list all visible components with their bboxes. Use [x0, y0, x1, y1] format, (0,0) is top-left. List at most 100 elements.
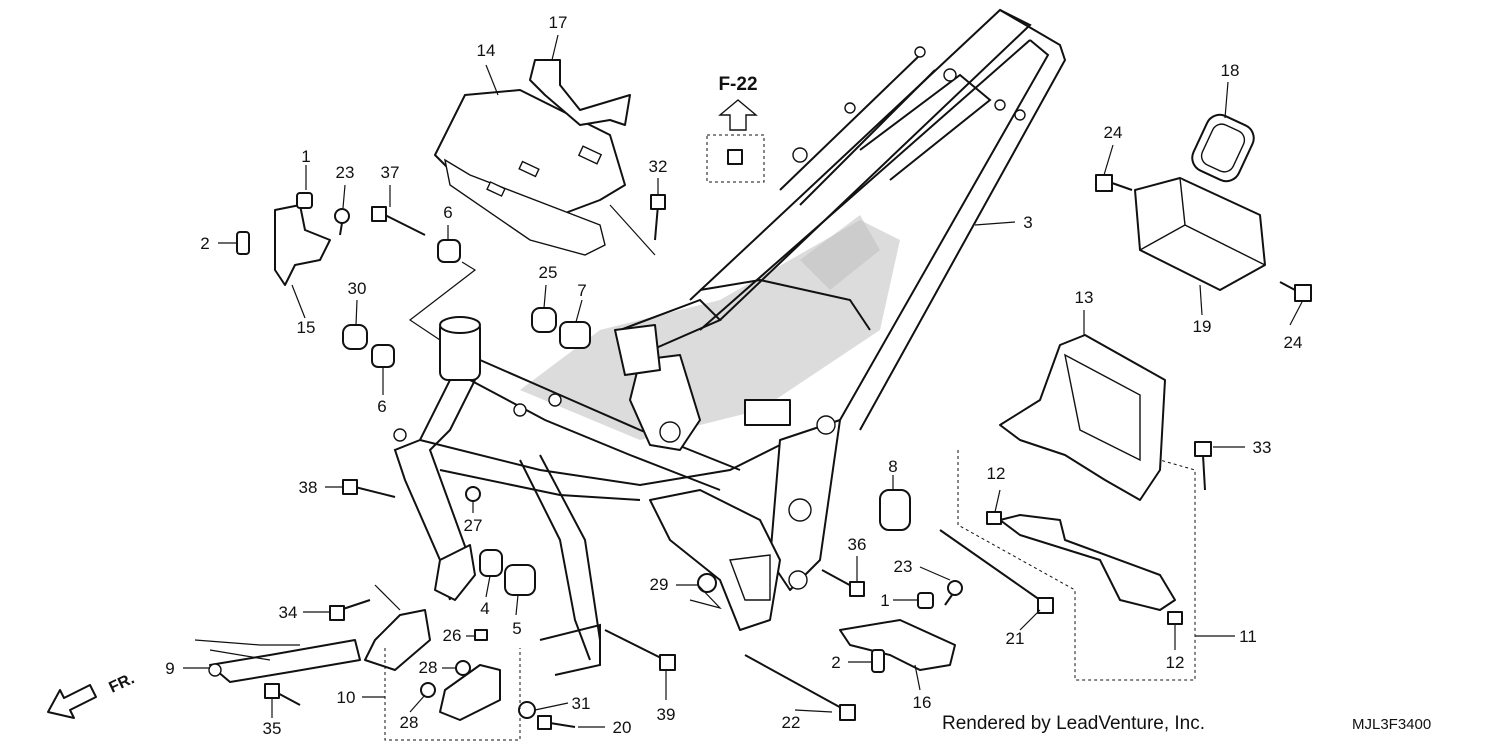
- part-21-bolt[interactable]: [939, 529, 1054, 614]
- callout-12: 12: [987, 464, 1006, 483]
- callout-29: 29: [650, 575, 669, 594]
- callout-19: 19: [1193, 317, 1212, 336]
- part-10-brackets[interactable]: [364, 609, 501, 721]
- callout-24: 24: [1284, 333, 1303, 352]
- callout-17: 17: [549, 13, 568, 32]
- part-24-bolt-a[interactable]: [1095, 174, 1133, 192]
- main-frame[interactable]: [393, 8, 1067, 676]
- callout-14: 14: [477, 41, 496, 60]
- part-37-bolt[interactable]: [371, 206, 426, 236]
- callout-38: 38: [299, 478, 318, 497]
- callout-2: 2: [831, 653, 840, 672]
- credit-text: Rendered by LeadVenture, Inc.: [942, 713, 1206, 734]
- part-28-nut-b[interactable]: [420, 682, 436, 698]
- callout-9: 9: [165, 659, 174, 678]
- part-1-nut-b[interactable]: [917, 592, 934, 609]
- callout-8: 8: [888, 457, 897, 476]
- part-6-collar-b[interactable]: [371, 344, 395, 368]
- part-25-rubber[interactable]: [531, 307, 557, 333]
- part-27-screw[interactable]: [465, 486, 481, 502]
- part-16-bracket[interactable]: [839, 619, 956, 671]
- fr-arrow-icon: [47, 684, 97, 719]
- part-4-collar[interactable]: [479, 549, 503, 577]
- part-29-nut[interactable]: [697, 573, 717, 593]
- callout-34: 34: [279, 603, 298, 622]
- callout-18: 18: [1221, 61, 1240, 80]
- part-12-clip-a[interactable]: [986, 511, 1002, 525]
- part-20-bolt[interactable]: [537, 715, 576, 730]
- callout-37: 37: [381, 163, 400, 182]
- callout-6: 6: [377, 397, 386, 416]
- f22-reference[interactable]: F-22: [706, 74, 765, 183]
- part-1-nut-a[interactable]: [296, 192, 313, 209]
- callout-6: 6: [443, 203, 452, 222]
- front-direction-arrow: FR.: [47, 670, 138, 719]
- part-12-clip-b[interactable]: [1167, 611, 1183, 625]
- part-9-bracket[interactable]: [208, 639, 361, 683]
- part-2-clip-b[interactable]: [871, 649, 885, 673]
- part-34-bolt[interactable]: [329, 599, 371, 621]
- part-7-collar[interactable]: [559, 321, 591, 349]
- callout-16: 16: [913, 693, 932, 712]
- part-30-rubber[interactable]: [342, 324, 368, 350]
- part-28-nut-a[interactable]: [455, 660, 471, 676]
- callout-22: 22: [782, 713, 801, 732]
- part-32-bolt[interactable]: [650, 194, 666, 241]
- callout-28: 28: [419, 658, 438, 677]
- callout-39: 39: [657, 705, 676, 724]
- part-36-bolt[interactable]: [821, 569, 865, 597]
- part-5-collar[interactable]: [504, 564, 536, 596]
- part-17-bracket[interactable]: [529, 59, 631, 126]
- callout-27: 27: [464, 516, 483, 535]
- part-35-bolt[interactable]: [264, 683, 301, 706]
- callout-31: 31: [572, 694, 591, 713]
- part-38-bolt[interactable]: [342, 479, 396, 498]
- callout-3: 3: [1023, 213, 1032, 232]
- part-2-clip-a[interactable]: [236, 231, 250, 255]
- part-39-bolt[interactable]: [604, 629, 676, 671]
- fr-label: FR.: [107, 670, 138, 696]
- callout-32: 32: [649, 157, 668, 176]
- callout-30: 30: [348, 279, 367, 298]
- part-23-screw-a[interactable]: [334, 208, 350, 236]
- callout-5: 5: [512, 619, 521, 638]
- part-33-bolt[interactable]: [1194, 441, 1212, 491]
- part-22-bolt[interactable]: [744, 654, 856, 721]
- callout-2: 2: [200, 234, 209, 253]
- callout-15: 15: [297, 318, 316, 337]
- callout-28: 28: [400, 713, 419, 732]
- part-11-stay[interactable]: [999, 514, 1176, 611]
- callout-24: 24: [1104, 123, 1123, 142]
- callout-21: 21: [1006, 629, 1025, 648]
- callout-13: 13: [1075, 288, 1094, 307]
- part-13-bracket[interactable]: [999, 334, 1166, 501]
- callout-23: 23: [336, 163, 355, 182]
- callout-4: 4: [480, 599, 489, 618]
- part-18-grommet[interactable]: [1188, 110, 1259, 186]
- leader-lines: [183, 34, 1303, 728]
- callout-25: 25: [539, 263, 558, 282]
- callout-20: 20: [613, 718, 632, 737]
- part-15-bracket[interactable]: [274, 204, 331, 286]
- part-26-nut[interactable]: [474, 629, 488, 641]
- callout-23: 23: [894, 557, 913, 576]
- callout-36: 36: [848, 535, 867, 554]
- callout-10: 10: [337, 688, 356, 707]
- part-24-bolt-b[interactable]: [1279, 281, 1312, 302]
- callout-35: 35: [263, 719, 282, 738]
- part-8-collar[interactable]: [879, 489, 911, 531]
- callout-1: 1: [301, 147, 310, 166]
- callout-33: 33: [1253, 438, 1272, 457]
- part-23-screw-b[interactable]: [944, 580, 963, 606]
- part-19-ecu-box[interactable]: [1134, 177, 1266, 291]
- callout-1: 1: [880, 591, 889, 610]
- callout-12: 12: [1166, 653, 1185, 672]
- part-31-washer[interactable]: [518, 701, 536, 719]
- callout-26: 26: [443, 626, 462, 645]
- part-6-collar-a[interactable]: [437, 239, 461, 263]
- callout-11: 11: [1239, 627, 1257, 646]
- diagram-code: MJL3F3400: [1352, 716, 1432, 733]
- f22-label: F-22: [718, 74, 757, 95]
- callout-labels: 1 1 2 2 3 4 5 6 6 7 8 9 10 11 12 12 13 1…: [165, 13, 1302, 738]
